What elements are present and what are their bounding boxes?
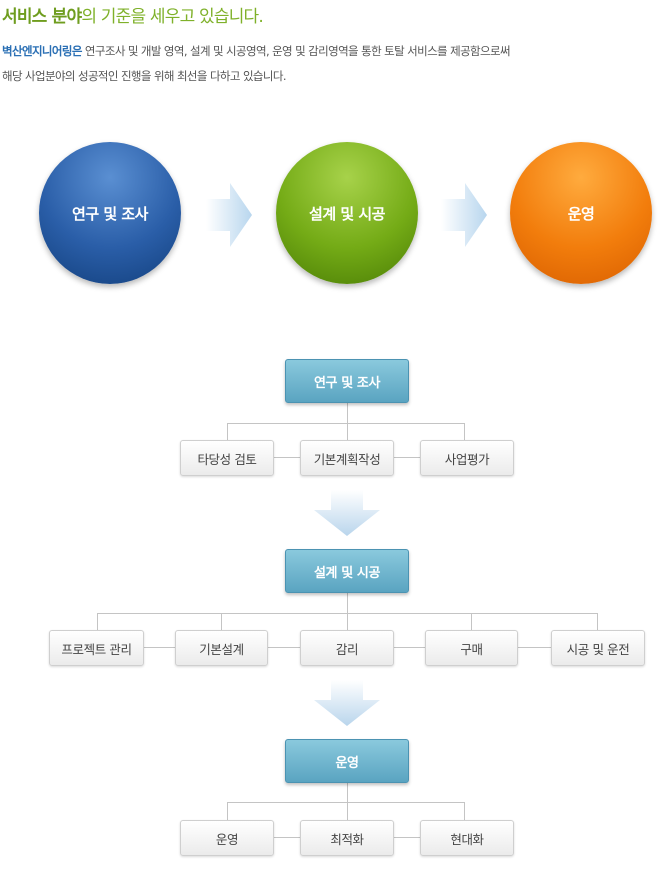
stage-research-circle: 연구 및 조사 bbox=[39, 142, 181, 284]
flow-arrow-right-icon bbox=[441, 183, 487, 247]
tree-node-evaluation: 사업평가 bbox=[420, 440, 514, 476]
tree-node-optimization: 최적화 bbox=[300, 820, 394, 856]
down-arrow-icon bbox=[314, 680, 380, 726]
tree-header-operation: 운영 bbox=[285, 739, 409, 783]
intro-line-2: 해당 사업분야의 성공적인 진행을 위해 최선을 다하고 있습니다. bbox=[2, 69, 287, 83]
page-title: 서비스 분야의 기준을 세우고 있습니다. bbox=[2, 2, 264, 27]
down-arrow-icon bbox=[314, 490, 380, 536]
title-highlight: 서비스 분야 bbox=[2, 7, 82, 27]
tree-node-construction-operation: 시공 및 운전 bbox=[551, 630, 645, 666]
title-rest: 의 기준을 세우고 있습니다. bbox=[81, 7, 263, 27]
tree-node-procurement: 구매 bbox=[425, 630, 518, 666]
intro-line-1-text: 연구조사 및 개발 영역, 설계 및 시공영역, 운영 및 감리영역을 통한 토… bbox=[81, 44, 511, 58]
tree-node-operation: 운영 bbox=[180, 820, 274, 856]
tree-node-modernization: 현대화 bbox=[420, 820, 514, 856]
tree-node-basic-design: 기본설계 bbox=[175, 630, 268, 666]
intro-paragraph: 벽산엔지니어링은 연구조사 및 개발 영역, 설계 및 시공영역, 운영 및 감… bbox=[2, 39, 662, 89]
stage-operation-circle: 운영 bbox=[510, 142, 652, 284]
company-name: 벽산엔지니어링은 bbox=[2, 44, 82, 58]
tree-header-research: 연구 및 조사 bbox=[285, 359, 409, 403]
tree-node-master-plan: 기본계획작성 bbox=[300, 440, 394, 476]
tree-header-design: 설계 및 시공 bbox=[285, 549, 409, 593]
stage-design-circle: 설계 및 시공 bbox=[276, 142, 418, 284]
intro-line-1: 벽산엔지니어링은 연구조사 및 개발 영역, 설계 및 시공영역, 운영 및 감… bbox=[2, 39, 662, 64]
tree-node-feasibility: 타당성 검토 bbox=[180, 440, 274, 476]
tree-node-project-management: 프로젝트 관리 bbox=[49, 630, 144, 666]
tree-node-supervision: 감리 bbox=[300, 630, 394, 666]
flow-arrow-right-icon bbox=[206, 183, 252, 247]
